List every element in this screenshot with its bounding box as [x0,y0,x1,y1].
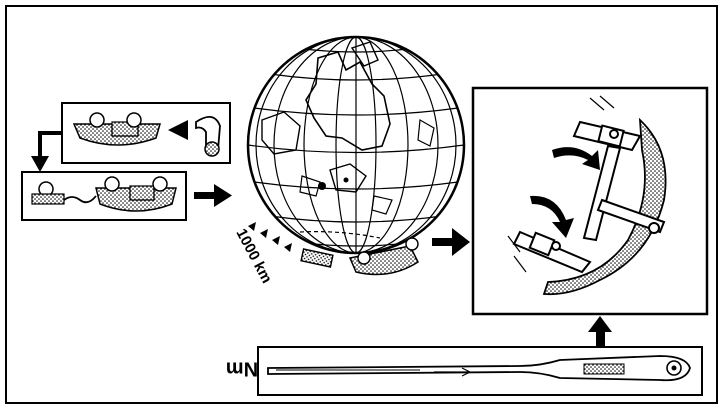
curved-arrow-icon [552,147,600,170]
assembly-panel [21,171,187,221]
torque-wrench-icon [267,355,691,382]
wrench-panel [257,346,703,396]
world-globe-icon [246,35,466,255]
arrowhead-down-icon [31,156,49,172]
arrow-down-icon [38,131,62,160]
curved-arrow-icon [530,195,574,238]
arrow-right-icon [194,184,232,207]
pannier-rack-icon [512,120,666,274]
arrow-left-icon [168,120,188,140]
bracket-part-icon [72,112,161,146]
bolt-part-icon [31,181,97,205]
torque-unit-label: Nm [226,358,258,380]
distance-arrows [248,222,292,252]
detail-panel [471,86,709,316]
bracket-assembled-icon [95,176,177,212]
arrow-up-icon [588,316,612,348]
parts-panel [61,102,231,164]
arrow-right-icon [432,228,470,256]
hook-part-icon [195,116,221,157]
route-bracket-icon [299,231,419,276]
